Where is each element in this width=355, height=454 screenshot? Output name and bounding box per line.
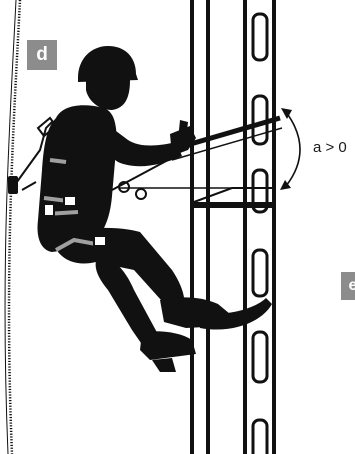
angle-arc [280, 108, 300, 190]
panel-label-d: d [27, 40, 57, 70]
panel-label-e: e [341, 272, 355, 300]
safety-rope [9, 0, 20, 454]
ladder-left-rail [190, 0, 210, 454]
angle-label: a > 0 [313, 139, 347, 156]
climber-silhouette [38, 46, 272, 372]
ladder-right-rail [243, 0, 276, 454]
